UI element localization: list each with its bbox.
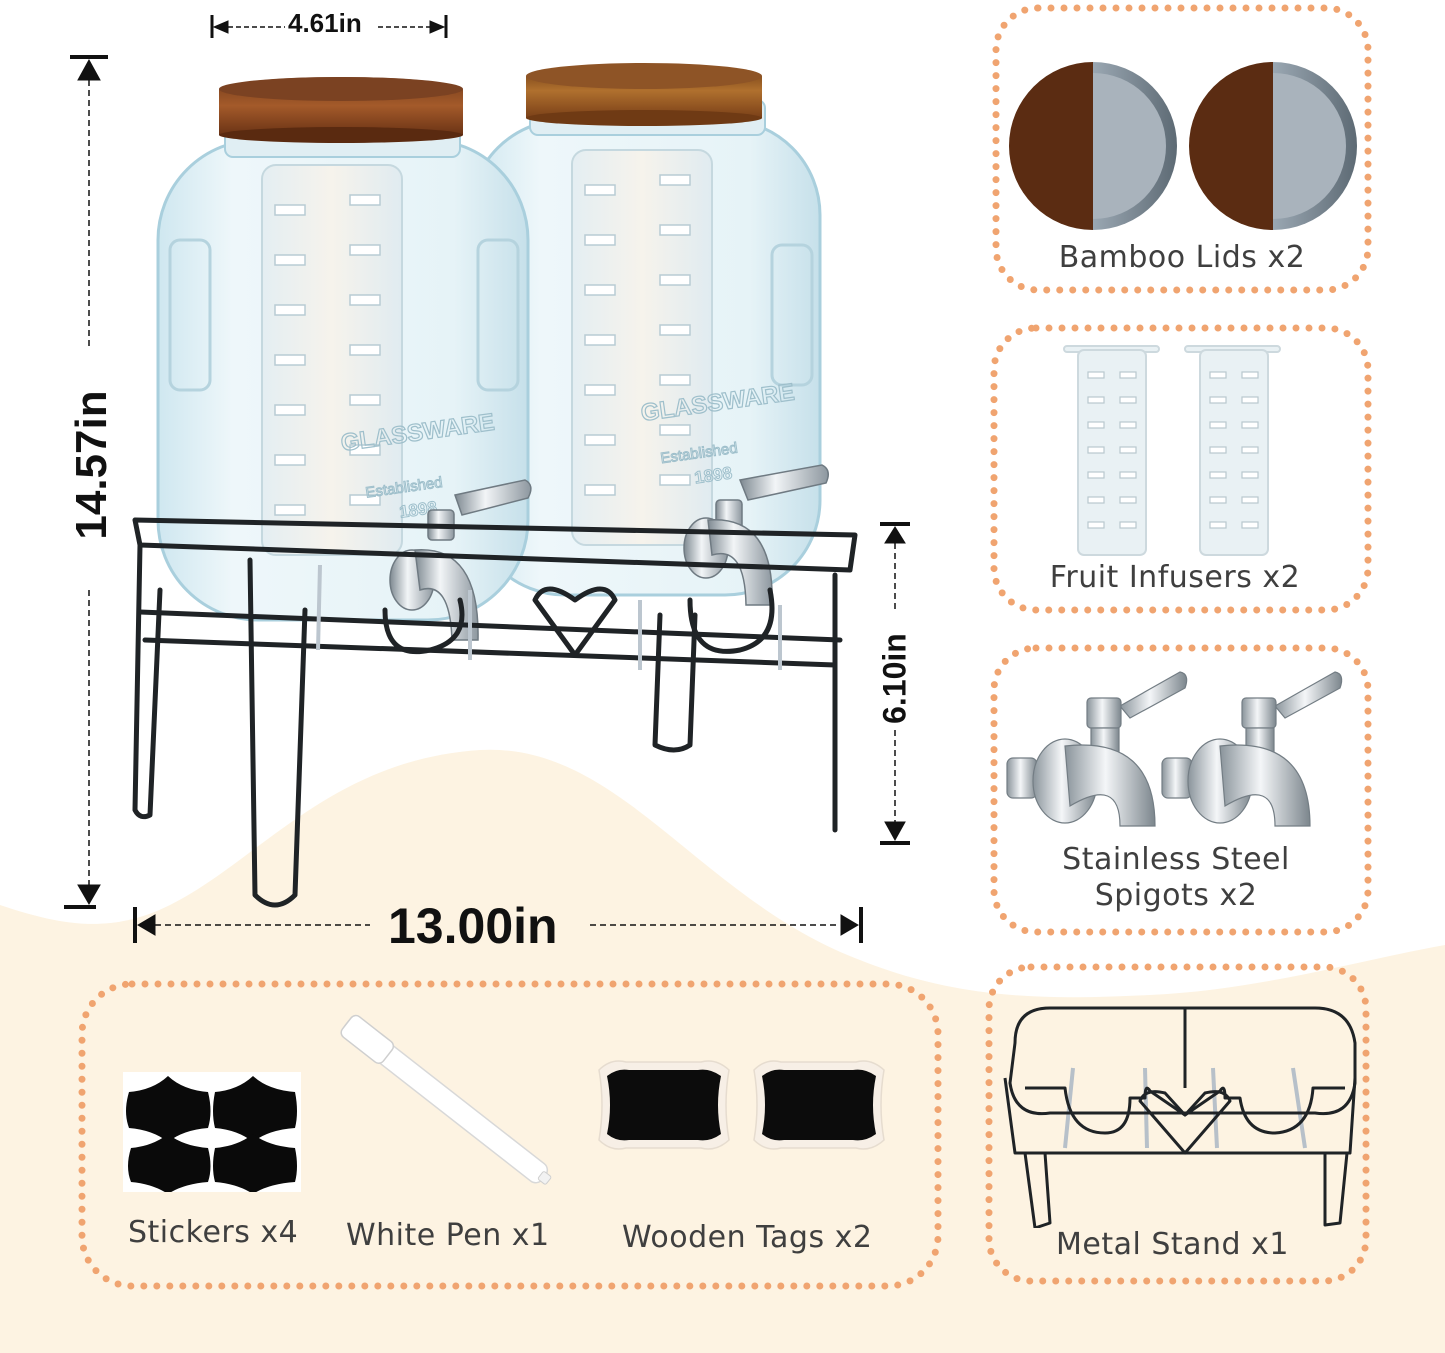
white-pen-icon [340,1014,552,1185]
spigots-label: Stainless Steel Spigots x2 [990,842,1362,914]
chalkboard-sticker-icon [123,1072,301,1192]
dotted-border [985,963,1370,1285]
component-card-bamboo-lids: Bamboo Lids x2 [992,4,1372,294]
total-height-label: 14.57in [67,390,116,540]
spigot-icon [1006,671,1343,827]
lid-width-label: 4.61in [288,8,362,38]
bamboo-lids-label: Bamboo Lids x2 [1058,240,1306,275]
jar-left: GLASSWARE Established 1898 [156,77,530,622]
white-pen-label: White Pen x1 [346,1218,550,1253]
dimension-stand-width [133,907,863,943]
fruit-infuser-icon [1063,345,1281,556]
metal-stand-label: Metal Stand x1 [1056,1227,1289,1262]
stand-height-label: 6.10in [876,633,913,724]
metal-stand [132,517,858,908]
component-card-spigots: Stainless Steel Spigots x2 [990,644,1372,936]
dimension-total-height [64,55,108,909]
dimension-lid-width [210,15,448,38]
wooden-tags-label: Wooden Tags x2 [622,1220,873,1255]
dotted-border [990,324,1372,614]
dotted-border [990,644,1372,936]
metal-stand-icon [1003,1006,1357,1228]
bamboo-lid-icon [1009,62,1357,230]
stand-width-label: 13.00in [388,898,558,954]
dimension-stand-height [880,522,910,845]
dotted-border [78,980,942,1290]
chalkboard-tag-icon [598,1060,885,1150]
component-card-fruit-infusers: Fruit Infusers x2 [990,324,1372,614]
spigots-label-line2: Spigots x2 [1094,878,1258,913]
spigots-label-line1: Stainless Steel [1062,842,1290,877]
dispenser-product-illustration: GLASSWARE Established 1898 GLASSWARE Est… [64,15,910,943]
component-card-metal-stand: Metal Stand x1 [985,963,1370,1285]
stickers-label: Stickers x4 [128,1215,299,1250]
dotted-border [992,4,1372,294]
accessories-card: Stickers x4 White Pen x1 Wooden Tags x2 [78,980,942,1290]
fruit-infusers-label: Fruit Infusers x2 [1049,560,1301,595]
jar-right: GLASSWARE Established 1898 [468,63,822,597]
